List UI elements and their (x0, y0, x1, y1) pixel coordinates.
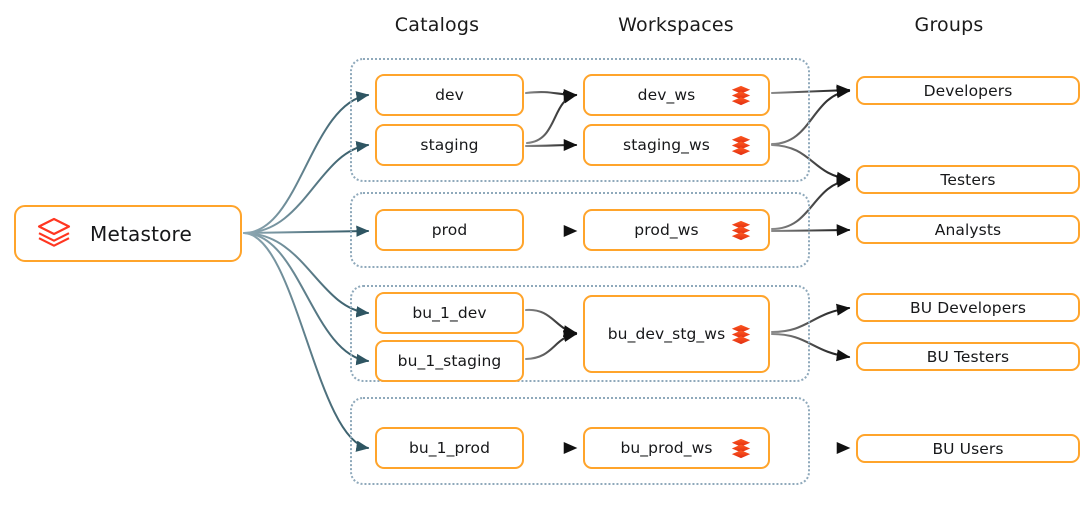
databricks-stack-icon (730, 84, 752, 106)
metastore-node[interactable]: Metastore (14, 205, 242, 262)
group-label: Analysts (934, 220, 1002, 239)
metastore-label: Metastore (90, 221, 193, 246)
workspace-label: bu_dev_stg_ws (607, 325, 726, 343)
group-label: BU Testers (926, 347, 1010, 366)
catalog-node-staging[interactable]: staging (375, 124, 524, 166)
workspace-node-bu-dev-stg-ws[interactable]: bu_dev_stg_ws (583, 295, 770, 373)
databricks-stack-icon (730, 323, 752, 345)
catalog-node-bu-1-staging[interactable]: bu_1_staging (375, 340, 524, 382)
zone-dev-staging (350, 58, 810, 182)
catalog-node-dev[interactable]: dev (375, 74, 524, 116)
zone-bu-prod (350, 397, 810, 485)
databricks-stack-icon (730, 219, 752, 241)
column-header-workspaces: Workspaces (618, 14, 734, 36)
catalog-label: bu_1_staging (397, 352, 502, 370)
zone-bu-dev-stg (350, 285, 810, 382)
group-label: BU Users (932, 439, 1004, 458)
group-node-bu-users[interactable]: BU Users (856, 434, 1080, 463)
catalog-label: staging (420, 136, 479, 154)
catalog-label: dev (435, 86, 464, 104)
databricks-stack-icon (730, 134, 752, 156)
databricks-logo-icon (34, 214, 74, 254)
group-node-bu-developers[interactable]: BU Developers (856, 293, 1080, 322)
catalog-label: bu_1_dev (412, 304, 487, 322)
group-node-testers[interactable]: Testers (856, 165, 1080, 194)
group-node-analysts[interactable]: Analysts (856, 215, 1080, 244)
catalog-node-bu-1-dev[interactable]: bu_1_dev (375, 292, 524, 334)
catalog-label: bu_1_prod (408, 439, 491, 457)
databricks-stack-icon (730, 437, 752, 459)
catalog-node-bu-1-prod[interactable]: bu_1_prod (375, 427, 524, 469)
workspace-node-prod-ws[interactable]: prod_ws (583, 209, 770, 251)
group-node-developers[interactable]: Developers (856, 76, 1080, 105)
workspace-label: prod_ws (634, 221, 699, 239)
group-label: Developers (923, 81, 1013, 100)
workspace-node-dev-ws[interactable]: dev_ws (583, 74, 770, 116)
column-header-catalogs: Catalogs (394, 14, 480, 36)
workspace-label: staging_ws (623, 136, 710, 154)
workspace-node-bu-prod-ws[interactable]: bu_prod_ws (583, 427, 770, 469)
zone-prod (350, 192, 810, 268)
group-label: BU Developers (910, 298, 1026, 317)
column-header-groups: Groups (914, 14, 984, 36)
catalog-node-prod[interactable]: prod (375, 209, 524, 251)
workspace-node-staging-ws[interactable]: staging_ws (583, 124, 770, 166)
workspace-label: dev_ws (637, 86, 696, 104)
group-label: Testers (940, 170, 996, 189)
catalog-label: prod (431, 221, 468, 239)
workspace-label: bu_prod_ws (620, 439, 713, 457)
group-node-bu-testers[interactable]: BU Testers (856, 342, 1080, 371)
